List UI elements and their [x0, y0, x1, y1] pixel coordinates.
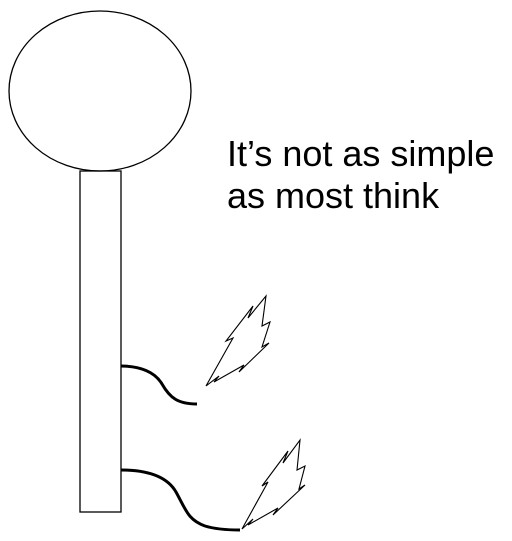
- caption-line-1: It’s not as simple: [227, 133, 512, 175]
- caption-line-2: as most think: [227, 175, 512, 217]
- vertical-bar: [80, 171, 121, 512]
- spark-lower-icon: [242, 440, 305, 529]
- wire-lower: [121, 470, 240, 530]
- spark-upper-icon: [206, 296, 270, 386]
- head-circle: [9, 11, 191, 171]
- caption-text: It’s not as simple as most think: [227, 133, 512, 217]
- wire-upper: [121, 366, 197, 404]
